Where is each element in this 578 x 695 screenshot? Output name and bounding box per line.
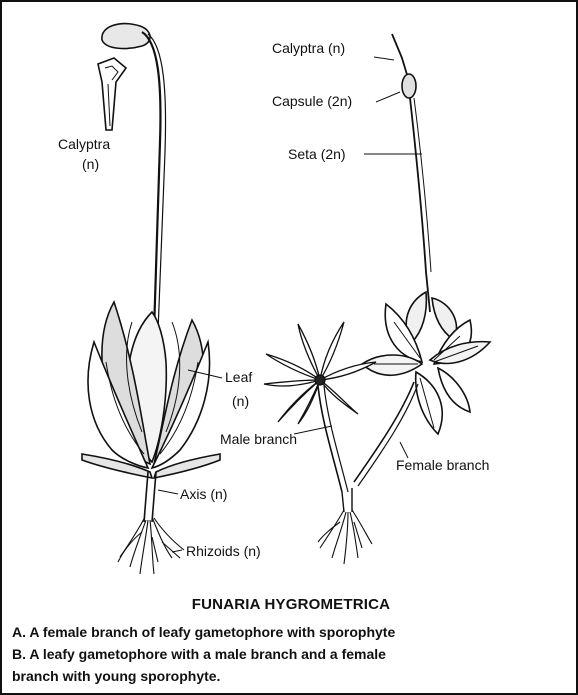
label-capsule: Capsule (2n)	[272, 93, 352, 109]
calyptra-a	[98, 58, 126, 130]
label-male-branch: Male branch	[220, 431, 297, 447]
label-female-branch: Female branch	[396, 457, 489, 473]
capsule-a	[102, 24, 150, 49]
figure-b	[264, 34, 490, 564]
female-leaves	[362, 292, 490, 434]
caption-b-line2: branch with young sporophyte.	[12, 665, 574, 687]
label-calyptra-b: Calyptra (n)	[272, 40, 345, 56]
calyptra-b	[392, 34, 408, 78]
label-calyptra-a-n: (n)	[82, 156, 99, 172]
seta-b	[410, 98, 430, 312]
rhizoids-a	[118, 517, 184, 574]
label-calyptra-a: Calyptra	[58, 136, 110, 152]
seta-a	[142, 32, 160, 332]
label-seta: Seta (2n)	[288, 146, 346, 162]
axis-a	[144, 472, 156, 522]
capsule-b	[402, 74, 416, 98]
leafy-shoot-a	[82, 302, 220, 478]
label-leaf-n: (n)	[232, 393, 249, 409]
label-leaf: Leaf	[225, 369, 252, 385]
label-axis: Axis (n)	[180, 486, 227, 502]
caption-a: A. A female branch of leafy gametophore …	[12, 621, 574, 643]
rhizoids-b	[318, 510, 372, 564]
funaria-illustration: Calyptra (n) Calyptra (n) Capsule (2n) S…	[2, 2, 578, 597]
figure-title: FUNARIA HYGROMETRICA	[2, 596, 578, 613]
male-rosette	[264, 322, 376, 424]
caption-b-line1: B. A leafy gametophore with a male branc…	[12, 643, 574, 665]
label-rhizoids: Rhizoids (n)	[186, 543, 261, 559]
male-branch-stem	[318, 386, 342, 492]
